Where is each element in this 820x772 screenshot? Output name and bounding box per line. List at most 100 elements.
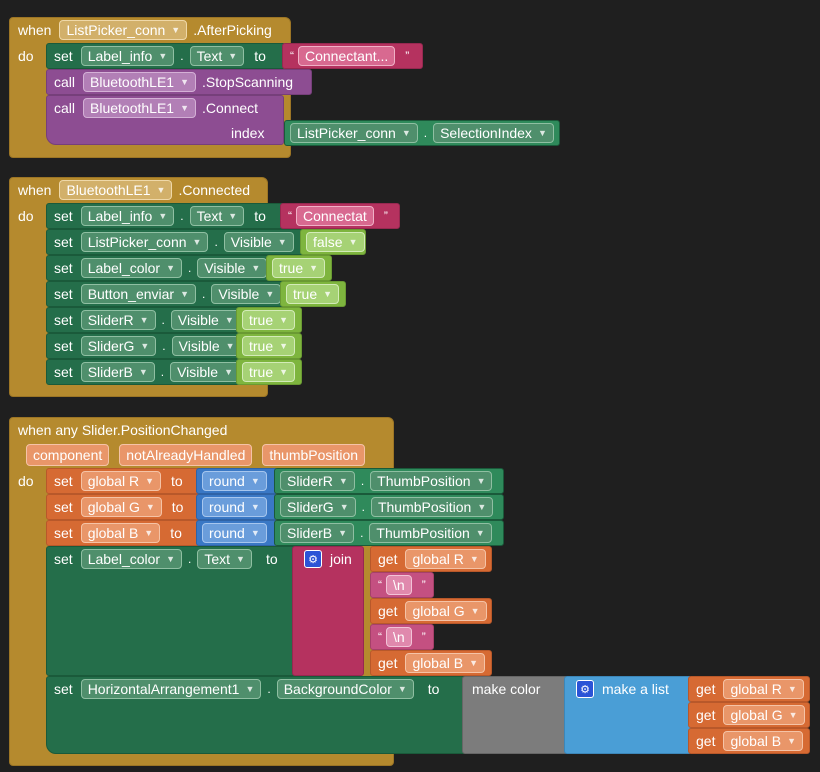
chevron-down-icon: ▼	[469, 658, 478, 668]
component-dropdown[interactable]: ListPicker_conn▼	[80, 232, 209, 252]
boolean-dropdown[interactable]: false▼	[306, 232, 365, 252]
set-keyword: set	[54, 364, 73, 380]
set-keyword: set	[54, 260, 73, 276]
variable-dropdown[interactable]: global R▼	[723, 679, 804, 699]
round-row: round▼	[196, 521, 273, 545]
variable-dropdown[interactable]: global B▼	[723, 731, 803, 751]
property-dropdown[interactable]: Text▼	[197, 549, 252, 569]
component-dropdown[interactable]: BluetoothLE1▼	[59, 180, 173, 200]
chevron-down-icon: ▼	[166, 263, 175, 273]
boolean-dropdown[interactable]: true▼	[286, 284, 340, 304]
chevron-down-icon: ▼	[477, 502, 487, 512]
property-dropdown[interactable]: Visible▼	[223, 232, 294, 252]
boolean-dropdown[interactable]: true▼	[242, 310, 296, 330]
chevron-down-icon: ▼	[309, 263, 319, 273]
component-dropdown[interactable]: Label_color▼	[80, 549, 182, 569]
boolean-dropdown[interactable]: true▼	[242, 336, 296, 356]
to-keyword: to	[265, 551, 278, 567]
get-keyword: get	[696, 733, 716, 749]
round-dropdown[interactable]: round▼	[202, 497, 267, 517]
property-dropdown[interactable]: ThumbPosition▼	[370, 497, 494, 517]
make-list-row: ⚙ make a list	[564, 677, 669, 701]
text-value[interactable]: \n	[386, 627, 412, 647]
close-quote-icon: ”	[421, 578, 426, 592]
gear-icon[interactable]: ⚙	[576, 680, 594, 698]
boolean-dropdown[interactable]: true▼	[272, 258, 326, 278]
dot-separator: .	[188, 552, 192, 566]
chevron-down-icon: ▼	[250, 528, 260, 538]
component-dropdown[interactable]: Button_enviar▼	[80, 284, 197, 304]
chevron-down-icon: ▼	[787, 684, 797, 694]
call-row: call BluetoothLE1▼ .StopScanning	[46, 70, 293, 94]
component-dropdown[interactable]: SliderG▼	[280, 497, 356, 517]
variable-dropdown[interactable]: global G▼	[405, 601, 487, 621]
component-dropdown[interactable]: Label_color▼	[80, 258, 182, 278]
variable-dropdown[interactable]: global B▼	[80, 523, 161, 543]
round-dropdown[interactable]: round▼	[202, 523, 267, 543]
property-dropdown[interactable]: Text▼	[189, 206, 245, 226]
variable-dropdown[interactable]: global G▼	[723, 705, 805, 725]
property-dropdown[interactable]: Visible▼	[170, 362, 241, 382]
text-row: “\n”	[370, 573, 430, 597]
component-dropdown[interactable]: Label_info▼	[80, 206, 175, 226]
text-row: “\n”	[370, 625, 430, 649]
join-row: ⚙ join	[292, 547, 352, 571]
component-dropdown[interactable]: SliderR▼	[80, 310, 156, 330]
do-label: do	[18, 473, 34, 489]
component-dropdown[interactable]: SliderR▼	[280, 471, 355, 491]
property-dropdown[interactable]: Visible▼	[197, 258, 268, 278]
get-keyword: get	[378, 551, 398, 567]
component-dropdown[interactable]: ListPicker_conn▼	[59, 20, 188, 40]
get-keyword: get	[378, 603, 398, 619]
close-quote-icon: ”	[421, 630, 426, 644]
variable-dropdown[interactable]: global R▼	[80, 471, 161, 491]
property-dropdown[interactable]: ThumbPosition▼	[369, 523, 492, 543]
variable-dropdown[interactable]: global B▼	[405, 653, 485, 673]
text-value[interactable]: Connectat	[296, 206, 374, 226]
property-dropdown[interactable]: Visible▼	[170, 310, 241, 330]
chevron-down-icon: ▼	[139, 315, 149, 325]
property-dropdown[interactable]: Visible▼	[171, 336, 242, 356]
text-value[interactable]: \n	[386, 575, 412, 595]
join-block[interactable]	[292, 546, 364, 676]
variable-dropdown[interactable]: global R▼	[405, 549, 486, 569]
dot-separator: .	[160, 365, 165, 379]
component-dropdown[interactable]: BluetoothLE1▼	[83, 98, 197, 118]
logic-row: true▼	[236, 334, 301, 358]
component-dropdown[interactable]: HorizontalArrangement1▼	[80, 679, 262, 699]
chevron-down-icon: ▼	[475, 528, 485, 538]
property-dropdown[interactable]: ThumbPosition▼	[370, 471, 493, 491]
property-dropdown[interactable]: BackgroundColor▼	[276, 679, 414, 699]
property-dropdown[interactable]: Visible▼	[211, 284, 282, 304]
component-dropdown[interactable]: ListPicker_conn▼	[290, 123, 418, 143]
property-dropdown[interactable]: Text▼	[189, 46, 245, 66]
to-keyword: to	[254, 208, 266, 224]
getter-row: ListPicker_conn▼ . SelectionIndex▼	[284, 121, 560, 145]
property-dropdown[interactable]: SelectionIndex▼	[433, 123, 554, 143]
chevron-down-icon: ▼	[225, 341, 235, 351]
chevron-down-icon: ▼	[401, 128, 411, 138]
round-dropdown[interactable]: round▼	[202, 471, 267, 491]
event-name: .AfterPicking	[193, 22, 272, 38]
chevron-down-icon: ▼	[469, 554, 479, 564]
component-dropdown[interactable]: SliderG▼	[80, 336, 157, 356]
component-dropdown[interactable]: BluetoothLE1▼	[83, 72, 197, 92]
component-dropdown[interactable]: Label_info▼	[80, 46, 175, 66]
param-thumb-position[interactable]: thumbPosition	[262, 444, 366, 466]
component-dropdown[interactable]: SliderB▼	[280, 523, 355, 543]
variable-dropdown[interactable]: global G▼	[80, 497, 162, 517]
param-component[interactable]: component	[26, 444, 110, 466]
boolean-dropdown[interactable]: true▼	[242, 362, 296, 382]
text-value[interactable]: Connectant...	[298, 46, 396, 66]
chevron-down-icon: ▼	[250, 476, 260, 486]
dot-separator: .	[360, 526, 364, 540]
param-not-already-handled[interactable]: notAlreadyHandled	[119, 444, 253, 466]
component-dropdown[interactable]: SliderB▼	[80, 362, 155, 382]
gear-icon[interactable]: ⚙	[304, 550, 322, 568]
text-row: “Connectat”	[280, 204, 392, 228]
set-row: set Label_info▼ . Text▼ to	[46, 44, 274, 68]
